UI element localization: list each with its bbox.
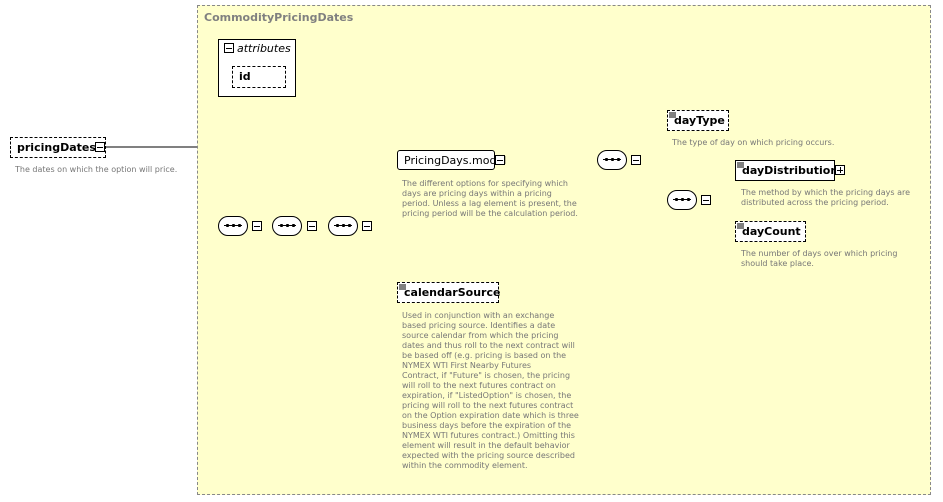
- sequence-compositor-1[interactable]: [218, 216, 248, 236]
- sequence-compositor-3[interactable]: [328, 216, 358, 236]
- sequence-2-collapse-icon[interactable]: [307, 221, 317, 231]
- element-dayType[interactable]: dayType: [667, 110, 729, 131]
- element-dayCount-label: dayCount: [742, 225, 801, 238]
- model-group-pricingdays[interactable]: PricingDays.model: [397, 150, 506, 170]
- attribute-id-label: id: [239, 70, 251, 83]
- sequence-compositor-5[interactable]: [667, 190, 697, 210]
- calendarSource-doc: Used in conjunction with an exchange bas…: [402, 311, 579, 470]
- attributes-collapse-icon[interactable]: [224, 43, 234, 53]
- model-group-doc: The different options for specifying whi…: [402, 179, 578, 218]
- sequence-4-collapse-icon[interactable]: [631, 155, 641, 165]
- root-element-label: pricingDates: [17, 141, 96, 154]
- element-dayDistribution-label: dayDistribution: [742, 164, 839, 177]
- model-group-collapse-icon[interactable]: [495, 155, 505, 165]
- type-title: CommodityPricingDates: [204, 11, 354, 24]
- element-calendarSource[interactable]: calendarSource: [397, 282, 501, 303]
- element-dayCount[interactable]: dayCount: [735, 221, 806, 242]
- element-calendarSource-label: calendarSource: [404, 286, 501, 299]
- root-element-pricingDates[interactable]: pricingDates: [10, 137, 106, 158]
- sequence-3-collapse-icon[interactable]: [362, 221, 372, 231]
- attribute-id[interactable]: id: [232, 66, 286, 88]
- dayType-doc: The type of day on which pricing occurs.: [672, 138, 835, 147]
- expand-icon[interactable]: [835, 165, 845, 175]
- dayCount-doc: The number of days over which pricing sh…: [741, 249, 898, 268]
- sequence-1-collapse-icon[interactable]: [252, 221, 262, 231]
- root-doc: The dates on which the option will price…: [15, 165, 178, 174]
- sequence-5-collapse-icon[interactable]: [701, 195, 711, 205]
- sequence-compositor-4[interactable]: [597, 150, 627, 170]
- element-dayType-label: dayType: [674, 114, 725, 127]
- collapse-icon[interactable]: [95, 142, 105, 152]
- model-group-label: PricingDays.model: [404, 154, 507, 167]
- attributes-label: attributes: [237, 42, 291, 55]
- element-dayDistribution[interactable]: dayDistribution: [735, 160, 839, 181]
- sequence-compositor-2[interactable]: [272, 216, 302, 236]
- complex-type-box: [197, 5, 931, 495]
- dayDistribution-doc: The method by which the pricing days are…: [741, 188, 910, 207]
